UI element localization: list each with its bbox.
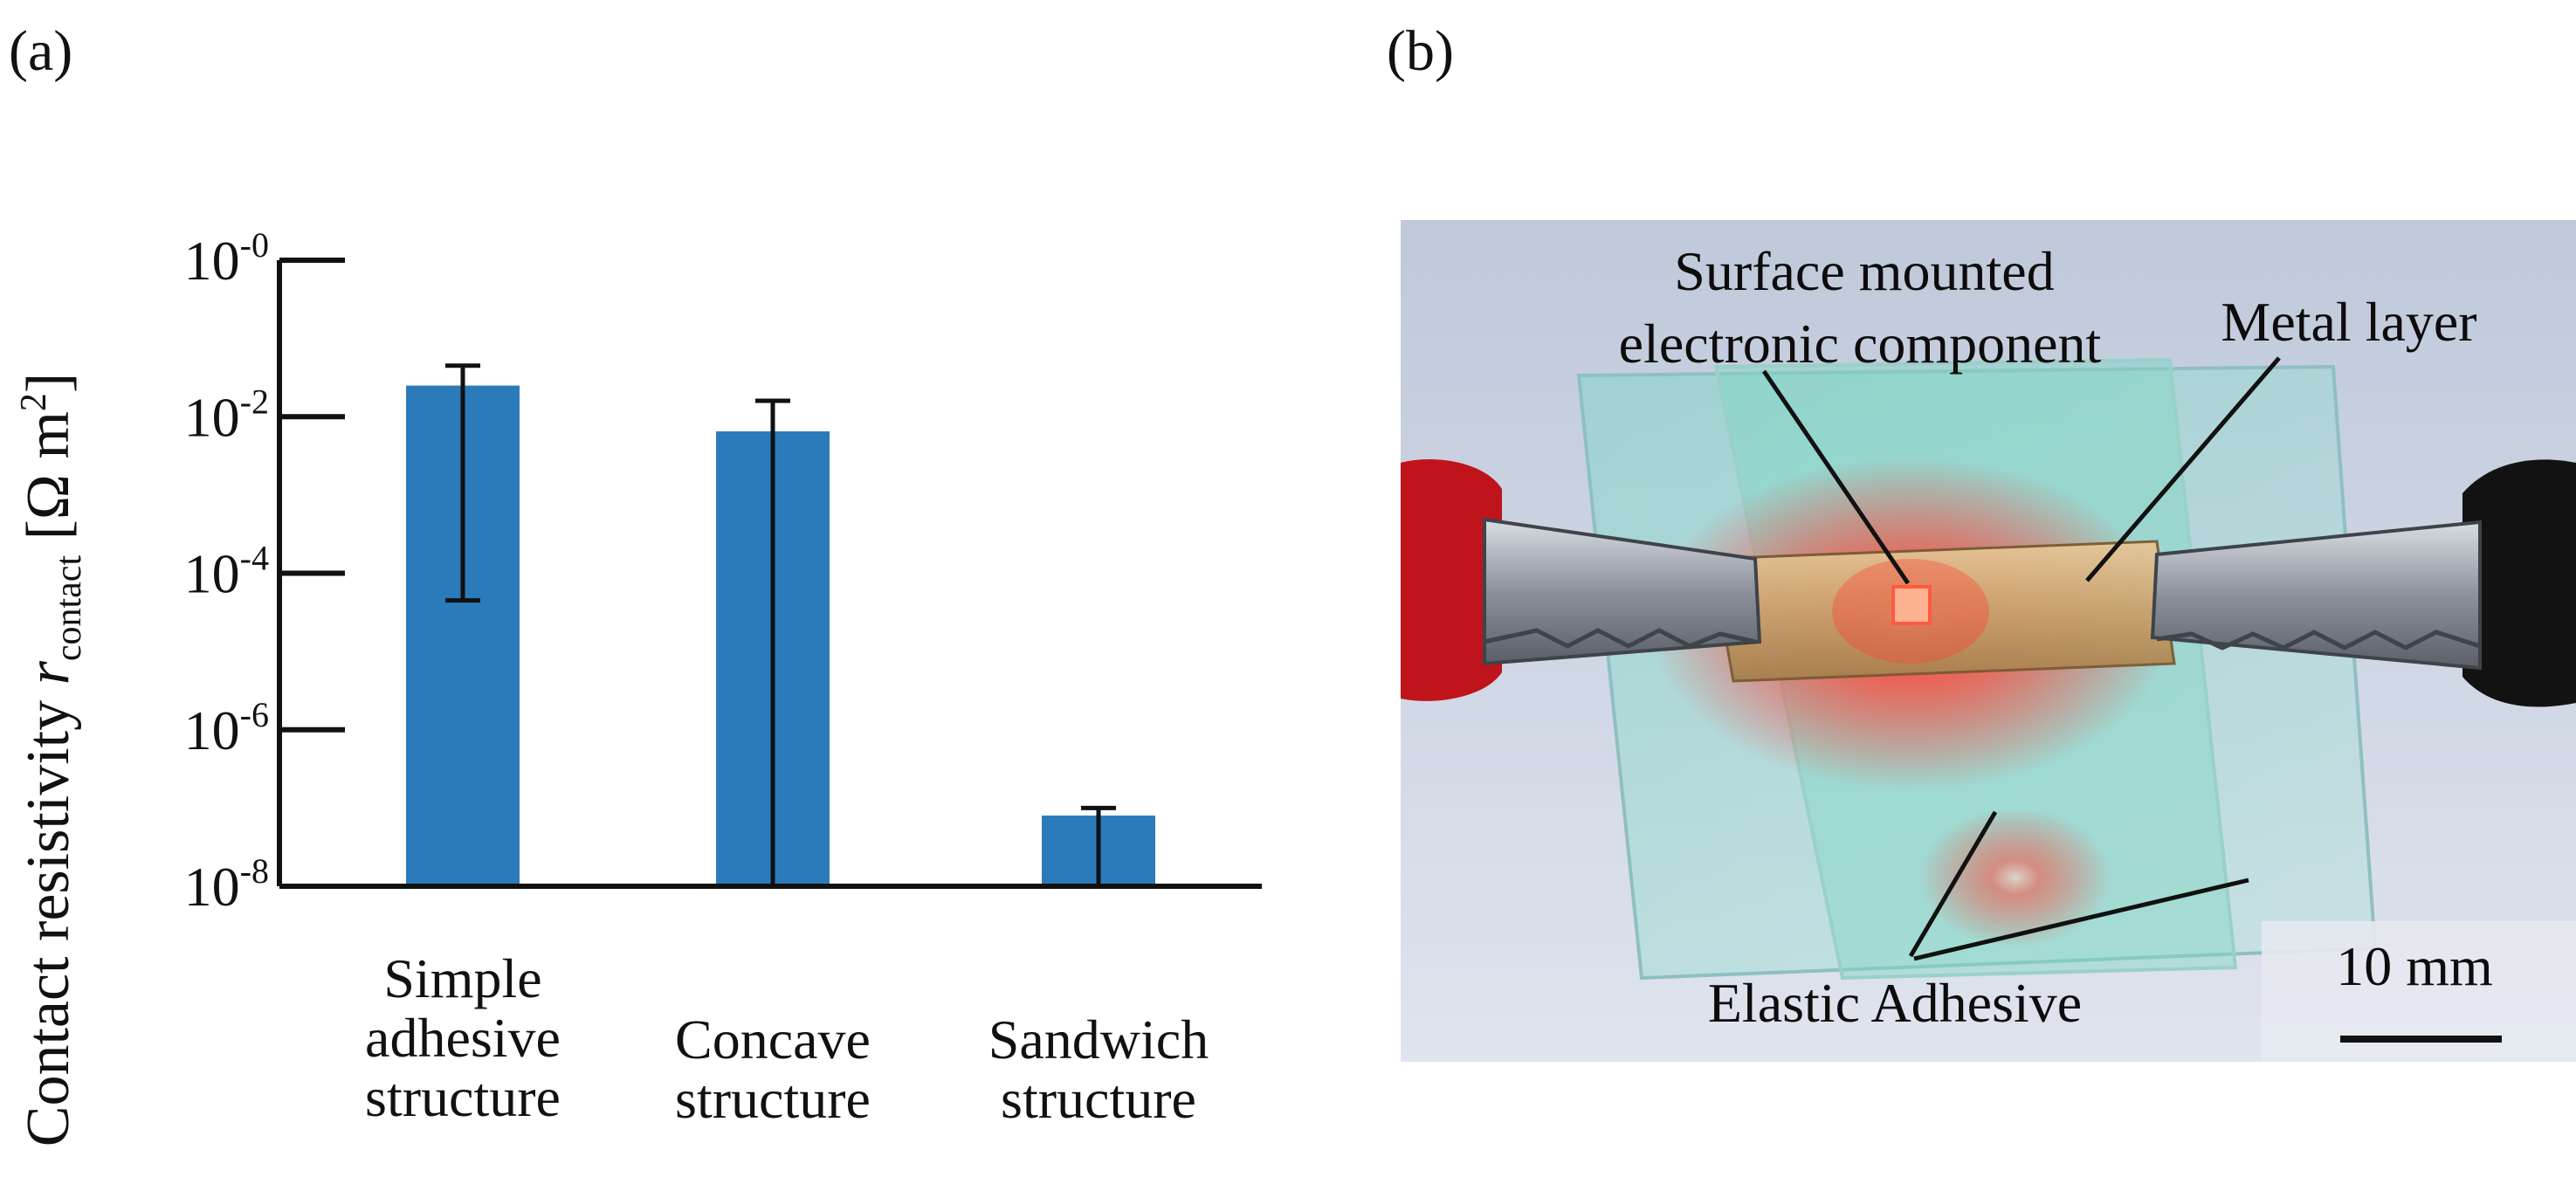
- metal-layer-label: Metal layer: [2221, 291, 2476, 353]
- device-photo: Surface mounted electronic component Met…: [1401, 220, 2576, 1062]
- category-label: structure: [1001, 1068, 1196, 1130]
- panel-b-label: (b): [1387, 19, 1454, 83]
- category-label: Simple: [383, 947, 541, 1009]
- left-clip-handle: [1401, 458, 1502, 701]
- adhesive-leader-line-right: [1913, 878, 2249, 961]
- y-tick-label: 10-4: [184, 539, 269, 605]
- category-label: Sandwich: [988, 1008, 1209, 1070]
- component-label-line1: Surface mounted: [1674, 240, 2054, 302]
- left-clip-jaw: [1483, 517, 1762, 666]
- led-core-glow: [1832, 559, 1989, 664]
- category-label: structure: [675, 1068, 871, 1130]
- right-clip-teeth: [2156, 630, 2481, 651]
- y-axis-label: Contact resistivity rcontact [Ω m2]: [14, 373, 89, 1146]
- y-tick-label: 10-2: [184, 382, 269, 448]
- category-label: Concave: [675, 1008, 871, 1070]
- component-leader-line: [1761, 369, 1911, 585]
- right-clip-handle: [2462, 459, 2576, 707]
- adhesive-label: Elastic Adhesive: [1708, 972, 2082, 1034]
- metal-leader-line: [2085, 356, 2281, 582]
- bar-chart: 10-010-210-410-610-8Simpleadhesivestruct…: [184, 225, 1262, 1130]
- scale-bar-label: 10 mm: [2336, 935, 2493, 997]
- y-tick-label: 10-0: [184, 225, 269, 292]
- y-tick-label: 10-8: [184, 851, 269, 918]
- panel-a-label: (a): [9, 19, 72, 83]
- category-label: adhesive: [365, 1007, 561, 1069]
- left-clip-teeth: [1484, 628, 1756, 649]
- component-label-line2: electronic component: [1619, 313, 2102, 375]
- category-label: structure: [365, 1066, 561, 1128]
- adhesive-leader-line-left: [1908, 810, 1998, 958]
- led-component: [1891, 585, 1932, 625]
- right-clip-jaw: [2150, 520, 2482, 671]
- led-reflection: [1919, 808, 2111, 947]
- y-tick-label: 10-6: [184, 695, 269, 761]
